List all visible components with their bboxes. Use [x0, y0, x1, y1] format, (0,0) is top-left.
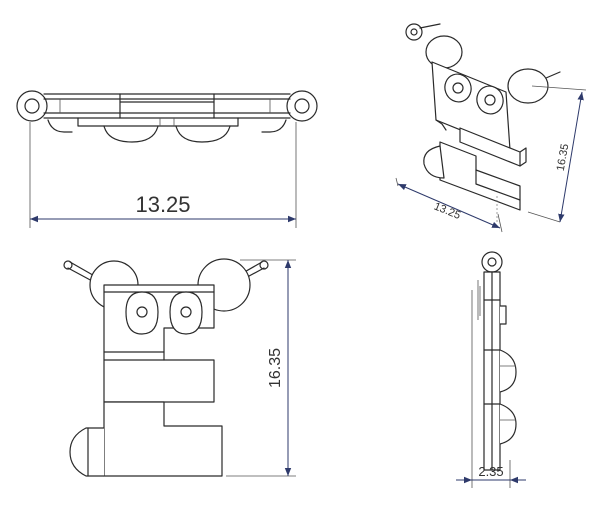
front-height-dimension: 16.35	[267, 348, 284, 388]
top-view: 13.25	[16, 90, 318, 228]
iso-width-dimension: 13.25	[432, 200, 462, 221]
side-view: 2.35	[456, 251, 526, 488]
isometric-view: 13.25 16.35	[395, 23, 587, 233]
front-view: 16.35	[63, 258, 296, 477]
top-width-dimension: 13.25	[135, 192, 190, 217]
iso-height-dimension: 16.35	[555, 143, 572, 172]
side-thickness-dimension: 2.35	[478, 464, 503, 479]
